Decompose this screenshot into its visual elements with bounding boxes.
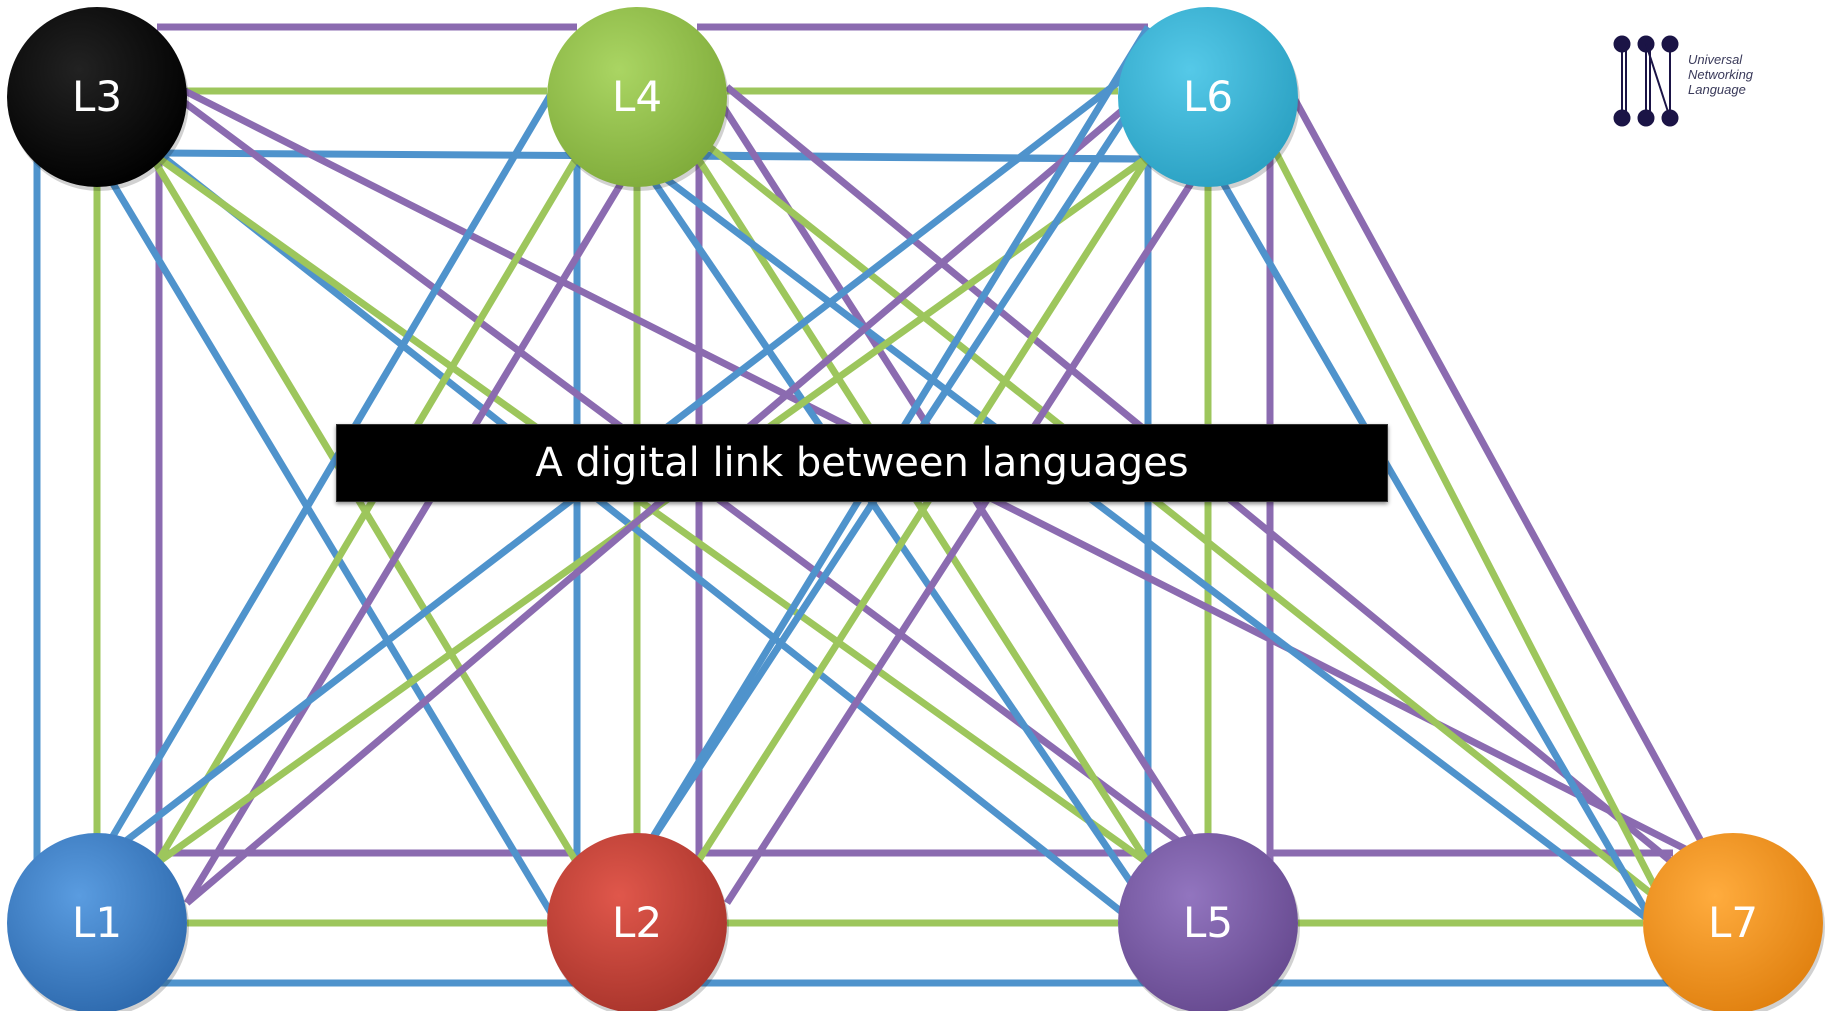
node-circle [547, 833, 727, 1011]
unl-logo-mark [1613, 35, 1679, 127]
logo-bar [1645, 43, 1671, 119]
edge-l6-l7-purple [1284, 85, 1717, 865]
edge-l3-l2-blue [93, 155, 561, 925]
node-label: L3 [72, 72, 122, 121]
logo-text: Universal Networking Language [1688, 52, 1753, 97]
edge-l3-l5-blue [154, 149, 1126, 916]
logo-text-line2: Networking [1688, 67, 1754, 82]
node-circle [7, 7, 187, 187]
edge-l6-l7-green [1264, 135, 1667, 905]
edge-l4-l6-blue [696, 151, 1149, 163]
node-label: L5 [1183, 898, 1233, 947]
node-label: L1 [72, 898, 122, 947]
edge-l4-l7-green [694, 134, 1666, 906]
edge-l6-l2-purple [724, 155, 1211, 905]
node-l3: L3 [7, 7, 189, 191]
node-circle [1118, 833, 1298, 1011]
node-label: L2 [612, 898, 662, 947]
node-l1: L1 [7, 833, 189, 1011]
edge-l4-l1-blue [93, 65, 571, 865]
node-l7: L7 [1643, 833, 1825, 1011]
title-banner: A digital link between languages [336, 424, 1388, 502]
edge-l4-l5-blue [634, 155, 1141, 895]
node-l4: L4 [547, 7, 729, 191]
edge-l4-l1-green [153, 155, 581, 865]
node-circle [1118, 7, 1298, 187]
node-l6: L6 [1118, 7, 1300, 191]
node-label: L4 [612, 72, 662, 121]
logo-text-line1: Universal [1688, 52, 1743, 67]
node-circle [547, 7, 727, 187]
node-circle [1643, 833, 1823, 1011]
edge-l6-l7-blue [1204, 155, 1657, 925]
unl-logo: Universal Networking Language [1608, 34, 1768, 130]
edge-l6-l2-green [694, 155, 1151, 865]
node-l2: L2 [547, 833, 729, 1011]
edge-l4-l7-blue [634, 154, 1656, 926]
logo-text-line3: Language [1688, 82, 1746, 97]
node-circle [7, 833, 187, 1011]
edge-l4-l1-purple [184, 155, 640, 905]
node-label: L6 [1183, 72, 1233, 121]
edge-layer [33, 23, 1717, 987]
node-label: L7 [1708, 898, 1758, 947]
node-l5: L5 [1118, 833, 1300, 1011]
